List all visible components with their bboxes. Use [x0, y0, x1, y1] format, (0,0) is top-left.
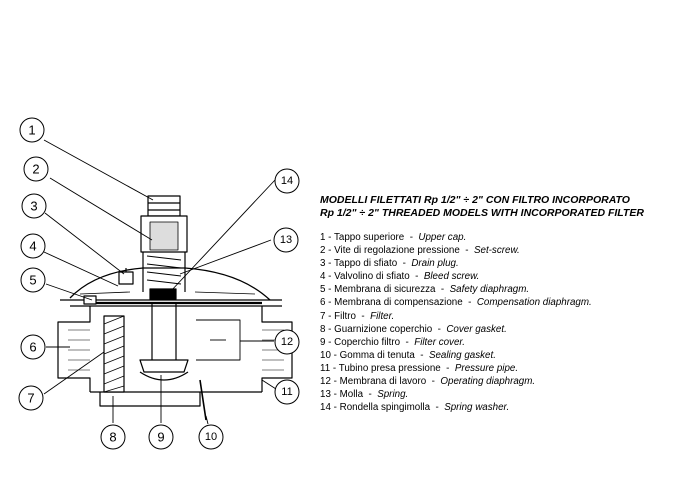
legend-item-number: 9 [320, 336, 326, 348]
legend-item-italian: Valvolino di sfiato [334, 271, 410, 283]
callout-label-5: 5 [29, 273, 36, 288]
legend-item-italian: Tappo superiore [333, 232, 405, 243]
legend-item: 13 - Molla - Spring. [320, 389, 409, 401]
legend-item: 5 - Membrana di sicurezza - Safety diaph… [320, 284, 530, 296]
callout-label-12: 12 [281, 336, 293, 348]
legend-item-number: 14 [320, 402, 331, 414]
callout-circles [18, 117, 300, 450]
legend-item-english: Filter cover. [414, 336, 466, 348]
legend-item: 2 - Vite di regolazione pressione - Set-… [320, 245, 520, 257]
legend-item-italian: Vite di regolazione pressione [334, 245, 460, 257]
legend-item: 14 - Rondella spingimolla - Spring washe… [320, 402, 510, 414]
regulator-body [57, 195, 293, 421]
legend-item-italian: Rondella spingimolla [339, 402, 431, 414]
legend-item-english: Sealing gasket. [428, 349, 496, 361]
callout-label-1: 1 [28, 123, 35, 138]
callout-label-2: 2 [32, 162, 39, 177]
legend-item-number: 11 [320, 362, 331, 374]
callout-label-13: 13 [280, 234, 292, 246]
legend-item-english: Spring washer. [444, 402, 510, 414]
legend-item-english: Operating diaphragm. [440, 376, 536, 388]
legend-item: 4 - Valvolino di sfiato - Bleed screw. [320, 271, 480, 283]
legend-item-english: Compensation diaphragm. [476, 297, 592, 309]
callout-label-10: 10 [205, 431, 217, 443]
callout-10 [198, 424, 224, 450]
callout-7 [18, 385, 44, 411]
legend-item-number: 10 [320, 349, 331, 361]
legend-item-number: 5 [320, 284, 326, 296]
legend-item-english: Bleed screw. [423, 271, 480, 283]
legend-item: 7 - Filtro - Filter. [320, 310, 395, 322]
legend-list: 1 - Tappo superiore - Upper cap. 2 - Vite… [320, 231, 692, 414]
callout-label-11: 11 [281, 386, 292, 398]
callout-8 [100, 424, 126, 450]
callout-2 [23, 156, 49, 182]
callout-6 [20, 334, 46, 360]
legend-item-italian: Tubino presa pressione [338, 362, 441, 374]
legend-item-english: Drain plug. [411, 258, 459, 270]
callout-12 [274, 329, 300, 355]
legend-item-italian: Guarnizione coperchio [334, 323, 433, 335]
callout-3 [21, 193, 47, 219]
callout-5 [20, 267, 46, 293]
legend-item-number: 4 [320, 271, 326, 283]
callout-14 [274, 168, 300, 194]
callout-label-7: 7 [27, 391, 34, 406]
legend-item-italian: Membrana di lavoro [339, 376, 427, 388]
callout-label-9: 9 [157, 430, 164, 445]
legend-item: 9 - Coperchio filtro - Filter cover. [320, 336, 466, 348]
legend-item: 10 - Gomma di tenuta - Sealing gasket. [320, 349, 496, 361]
callout-label-6: 6 [29, 340, 36, 355]
legend-title-english: Rp 1/2" ÷ 2" THREADED MODELS WITH INCORP… [320, 207, 644, 219]
callout-label-3: 3 [30, 199, 37, 214]
callout-9 [148, 424, 174, 450]
legend-title-italian: MODELLI FILETTATI Rp 1/2" ÷ 2" CON FILTR… [320, 194, 630, 206]
callout-4 [20, 233, 46, 259]
legend-item-number: 6 [320, 297, 326, 309]
legend-item-italian: Filtro [334, 310, 356, 322]
legend-item-english: Set-screw. [473, 245, 520, 257]
legend-item-italian: Coperchio filtro [334, 336, 401, 348]
legend-item: 3 - Tappo di sfiato - Drain plug. [320, 258, 459, 270]
legend-item-number: 8 [320, 323, 326, 335]
legend-item-english: Cover gasket. [446, 323, 507, 335]
callout-label-8: 8 [109, 430, 116, 445]
legend-item: 11 - Tubino presa pressione - Pressure p… [320, 362, 519, 374]
callout-labels: 1 2 3 4 5 6 7 8 9 10 11 12 13 14 [27, 123, 293, 445]
legend-item: 1 - Tappo superiore - Upper cap. [320, 232, 467, 243]
legend-item-number: 2 [320, 245, 326, 257]
callout-label-4: 4 [29, 239, 36, 254]
callout-label-14: 14 [281, 175, 293, 187]
callout-13 [273, 227, 299, 253]
legend-item: 8 - Guarnizione coperchio - Cover gasket… [320, 323, 507, 335]
legend-item-number: 7 [320, 310, 326, 322]
legend-item-number: 1 [320, 232, 326, 243]
legend-item-italian: Molla [339, 389, 364, 401]
callout-group [43, 139, 277, 425]
legend-item-english: Pressure pipe. [454, 362, 519, 374]
parts-legend: MODELLI FILETTATI Rp 1/2" ÷ 2" CON FILTR… [320, 194, 692, 414]
legend-item-english: Safety diaphragm. [449, 284, 530, 296]
legend-item: 6 - Membrana di compensazione - Compensa… [320, 297, 592, 309]
callout-1 [19, 117, 45, 143]
legend-item-number: 3 [320, 258, 326, 270]
legend-item-italian: Tappo di sfiato [333, 258, 398, 270]
legend-item-number: 13 [320, 389, 331, 401]
legend-item-italian: Membrana di sicurezza [334, 284, 436, 296]
legend-item-italian: Gomma di tenuta [339, 349, 415, 361]
callout-11 [274, 379, 300, 405]
legend-item-number: 12 [320, 376, 331, 388]
legend-item-italian: Membrana di compensazione [334, 297, 463, 309]
legend-item-english: Spring. [377, 389, 409, 401]
legend-item: 12 - Membrana di lavoro - Operating diap… [320, 376, 536, 388]
legend-item-english: Upper cap. [418, 232, 467, 243]
legend-item-english: Filter. [370, 310, 395, 322]
